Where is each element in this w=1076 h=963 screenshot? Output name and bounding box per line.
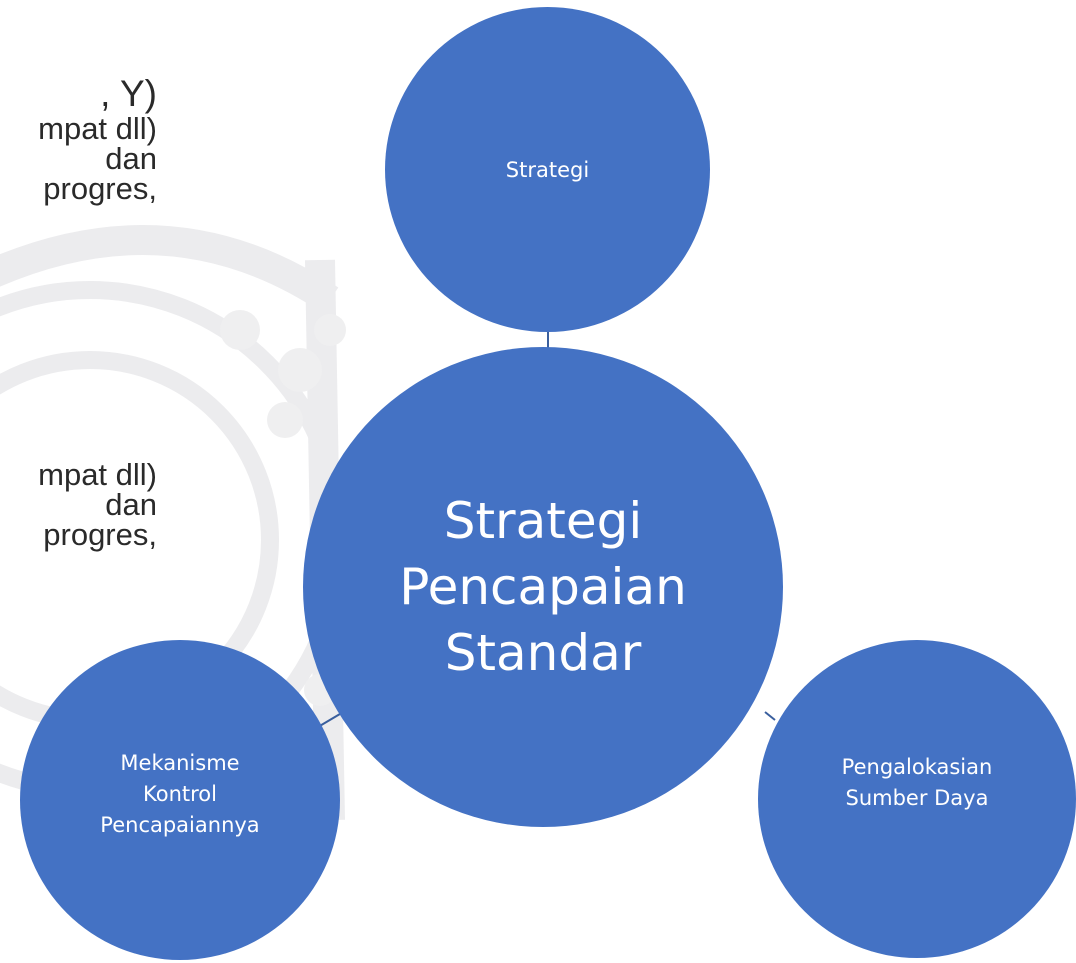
mekanisme-label-line: Pencapaiannya [100, 812, 260, 837]
center-label-line: Standar [444, 624, 642, 682]
center-label-line: Strategi [443, 492, 643, 550]
node-strategi-label: Strategi [505, 157, 590, 182]
background-text-line: , Y) [100, 73, 157, 114]
connector-bottom-right [764, 711, 776, 721]
mekanisme-label-line: Mekanisme [120, 750, 240, 775]
center-label-line: Pencapaian [399, 558, 687, 616]
background-text-block: , Y) mpat dll) dan progres, [38, 73, 157, 206]
node-mekanisme-kontrol: Mekanisme Kontrol Pencapaiannya [20, 640, 340, 960]
mekanisme-label-line: Kontrol [143, 781, 217, 806]
node-strategi: Strategi [385, 7, 710, 332]
background-text-line: progres, [43, 517, 157, 552]
node-pengalokasian-sumber-daya: Pengalokasian Sumber Daya [758, 640, 1076, 958]
background-text-line: mpat dll) [38, 457, 157, 492]
background-text-line: dan [105, 487, 157, 522]
pengalokasian-label-line: Pengalokasian [841, 755, 993, 779]
node-strategi-pencapaian-standar: Strategi Pencapaian Standar [303, 347, 783, 827]
background-text-block: mpat dll) dan progres, [38, 457, 157, 552]
background-text-line: dan [105, 141, 157, 176]
background-text-line: mpat dll) [38, 111, 157, 146]
pengalokasian-label-line: Sumber Daya [845, 786, 989, 810]
background-text-line: progres, [43, 171, 157, 206]
